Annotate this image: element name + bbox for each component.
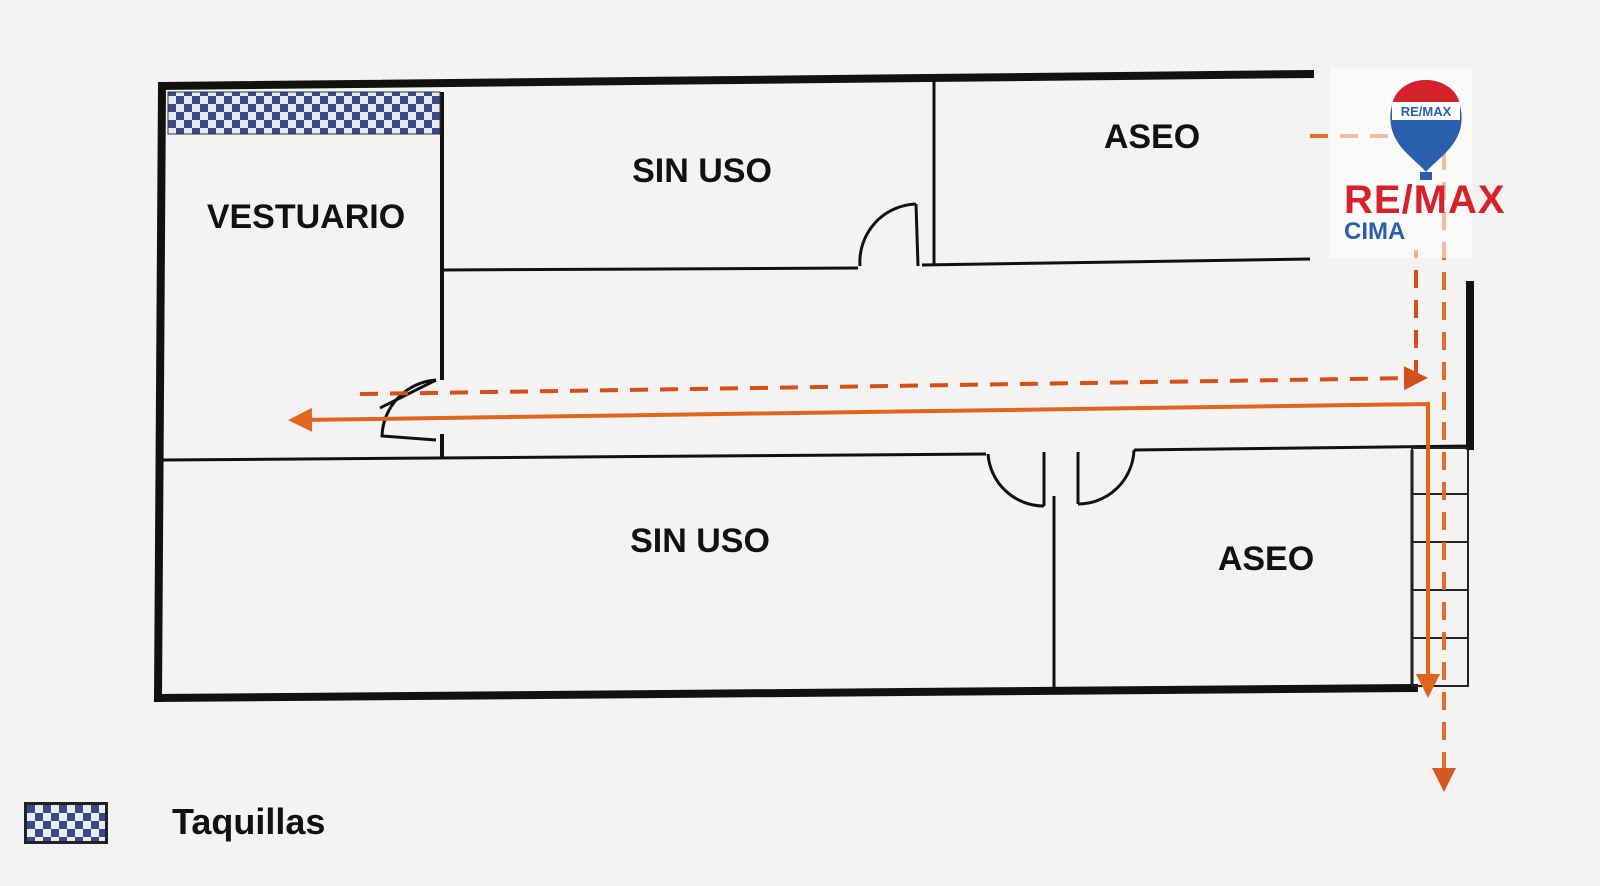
room-label-aseo-bottom: ASEO (1218, 540, 1314, 578)
room-label-aseo-top: ASEO (1104, 118, 1200, 156)
doors (379, 202, 1136, 508)
room-label-sin-uso-top: SIN USO (632, 152, 772, 190)
badge-text: RE/MAX (1401, 104, 1452, 119)
stairs (1411, 447, 1469, 687)
route-solid (288, 401, 1440, 698)
hot-air-balloon-icon: RE/MAX (1330, 68, 1472, 258)
room-label-vestuario: VESTUARIO (207, 198, 405, 236)
legend-swatch-taquillas (24, 802, 108, 844)
room-label-sin-uso-bottom: SIN USO (630, 522, 770, 560)
logo-office-text: CIMA (1344, 218, 1406, 245)
legend-label-taquillas: Taquillas (172, 801, 326, 842)
remax-logo: RE/MAX RE/MAX CIMA (1330, 68, 1530, 258)
logo-brand-text: RE/MAX (1344, 178, 1506, 222)
checker-pattern-icon (27, 805, 105, 841)
lockers-taquillas (167, 91, 441, 135)
